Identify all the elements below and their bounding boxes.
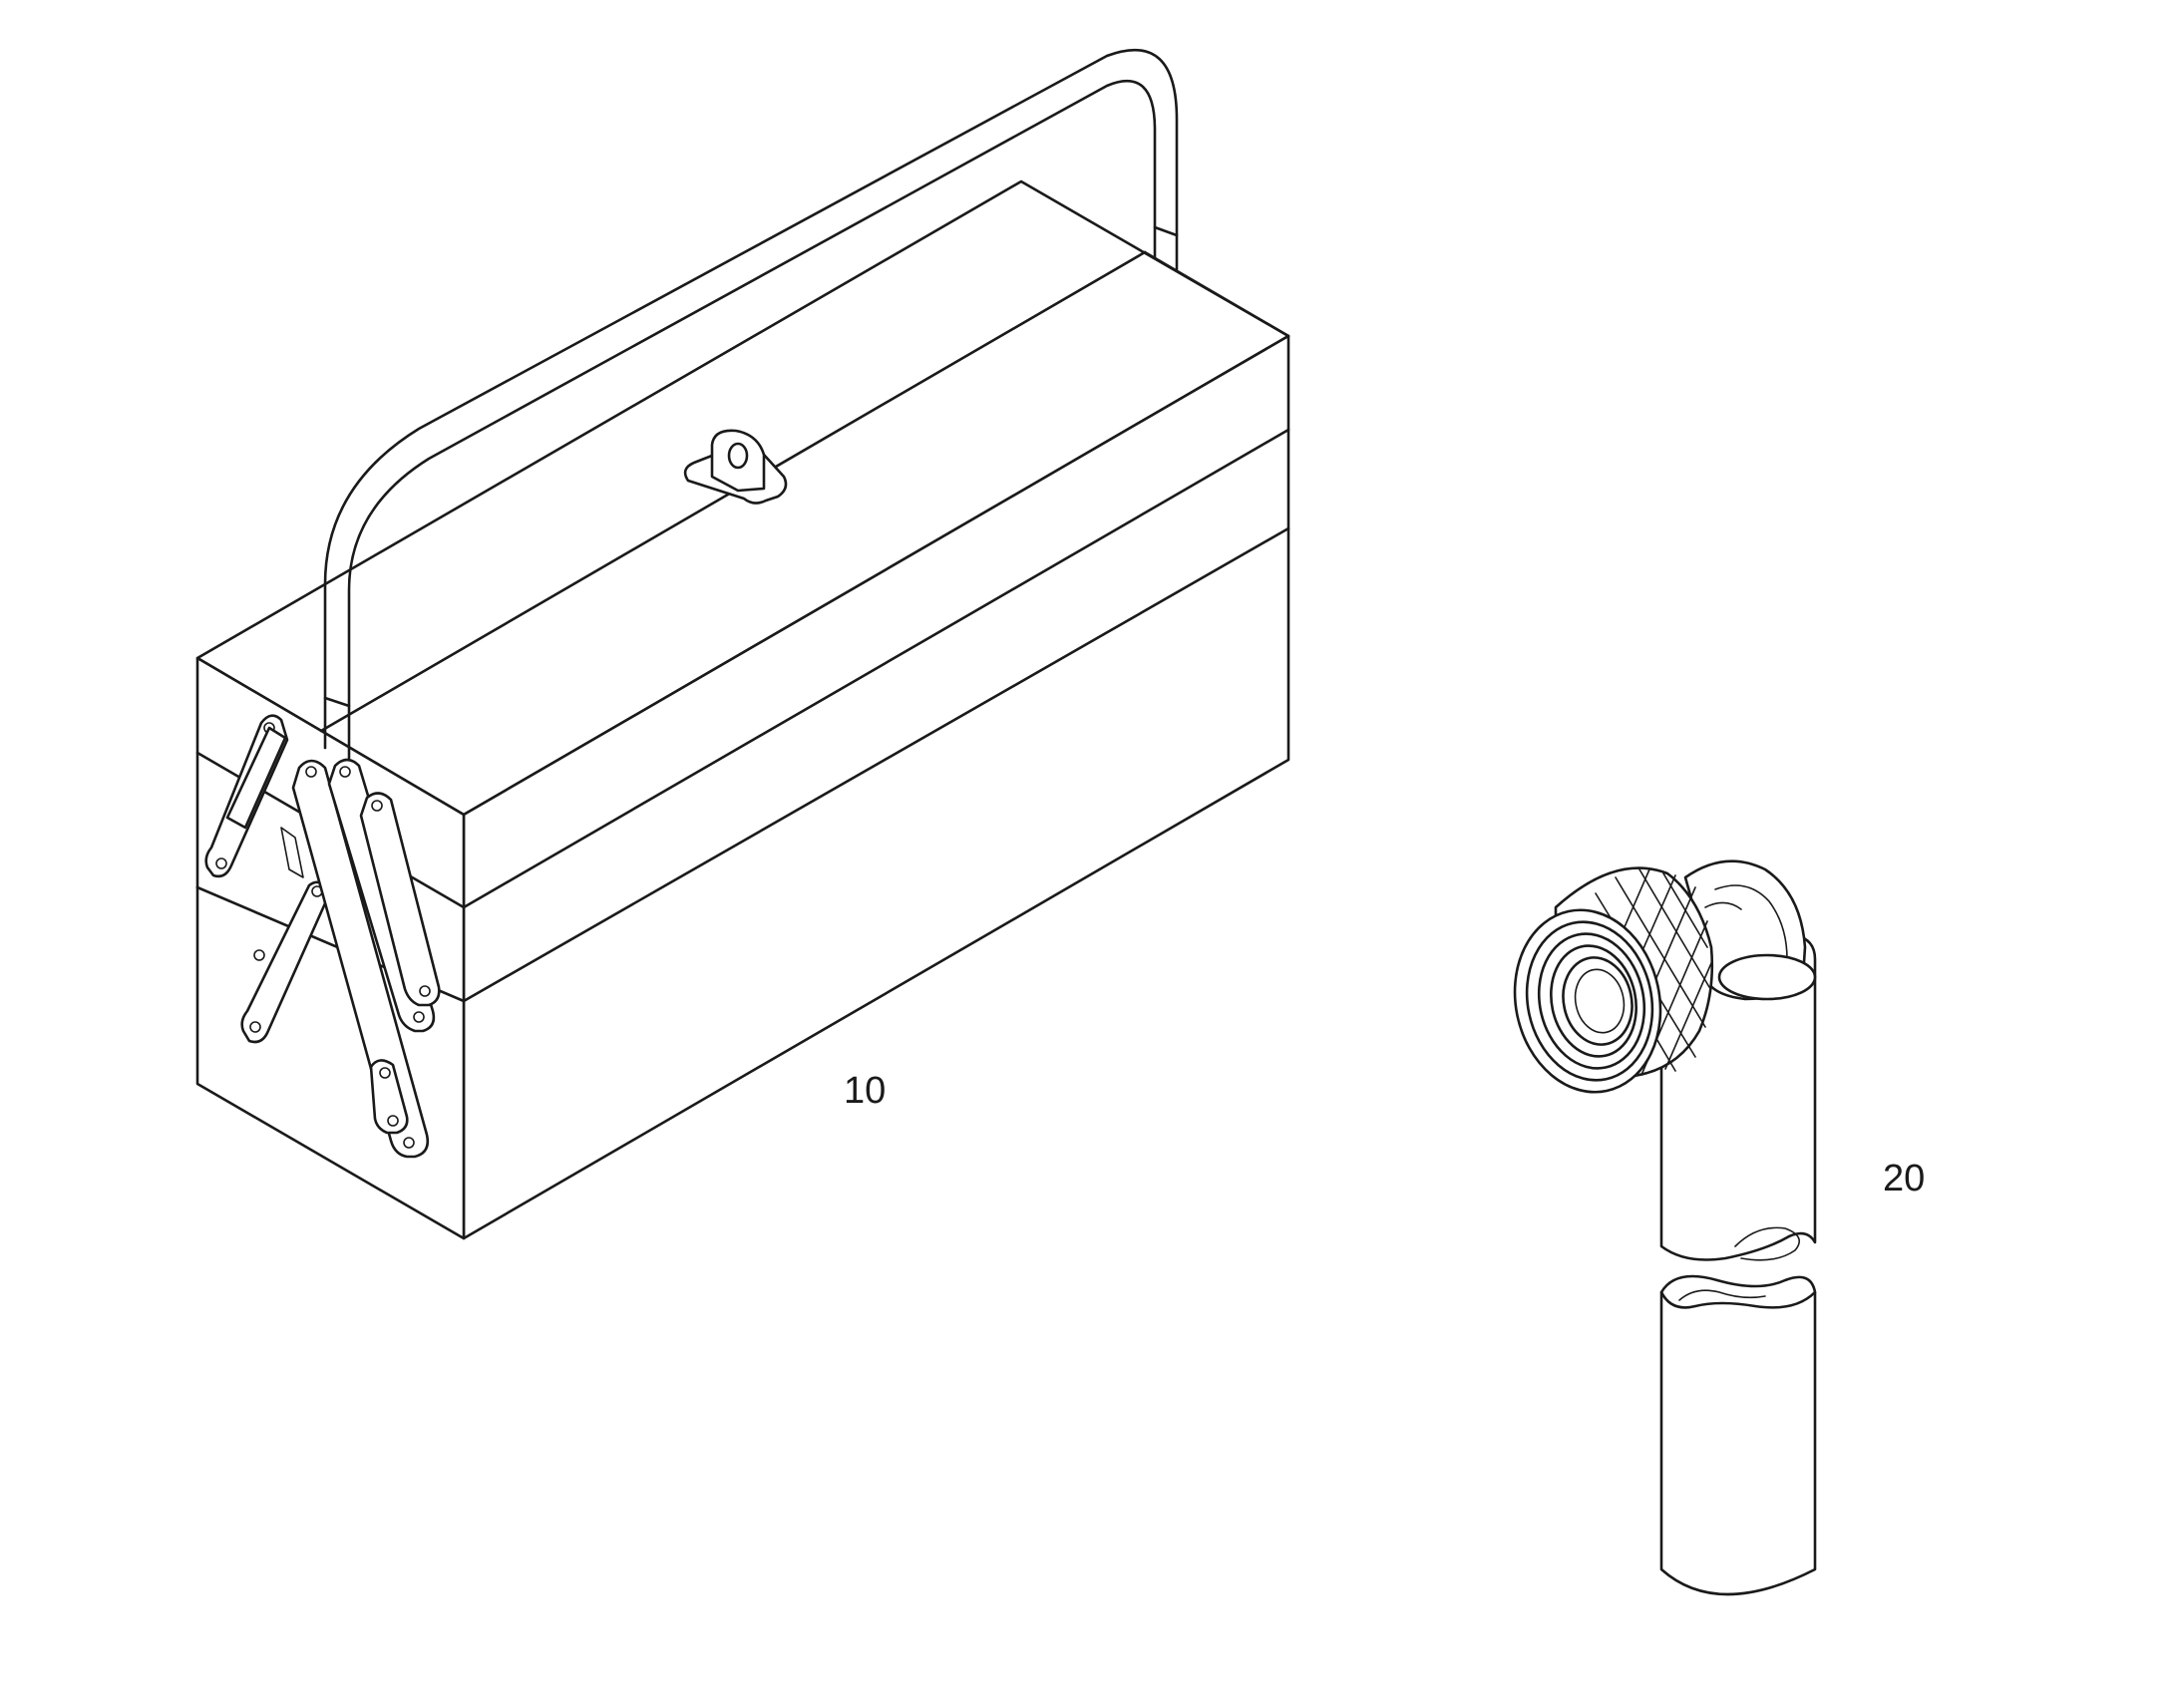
toolbox-body [195,179,1290,1240]
toolbox-latch [683,429,788,505]
toolbox-tier-lines [195,428,1290,1003]
toolbox: 10 [195,48,1290,1240]
tool-lower-tube [1659,1274,1817,1596]
tool-coupling-nut [1513,866,1714,1094]
tool-reference-numeral: 20 [1883,1158,1925,1199]
toolbox-hinge-arms [204,714,441,1159]
tool: 20 [1513,859,1925,1596]
toolbox-handle [323,48,1179,760]
tool-elbow [1683,859,1817,1001]
toolbox-reference-numeral: 10 [844,1070,886,1112]
